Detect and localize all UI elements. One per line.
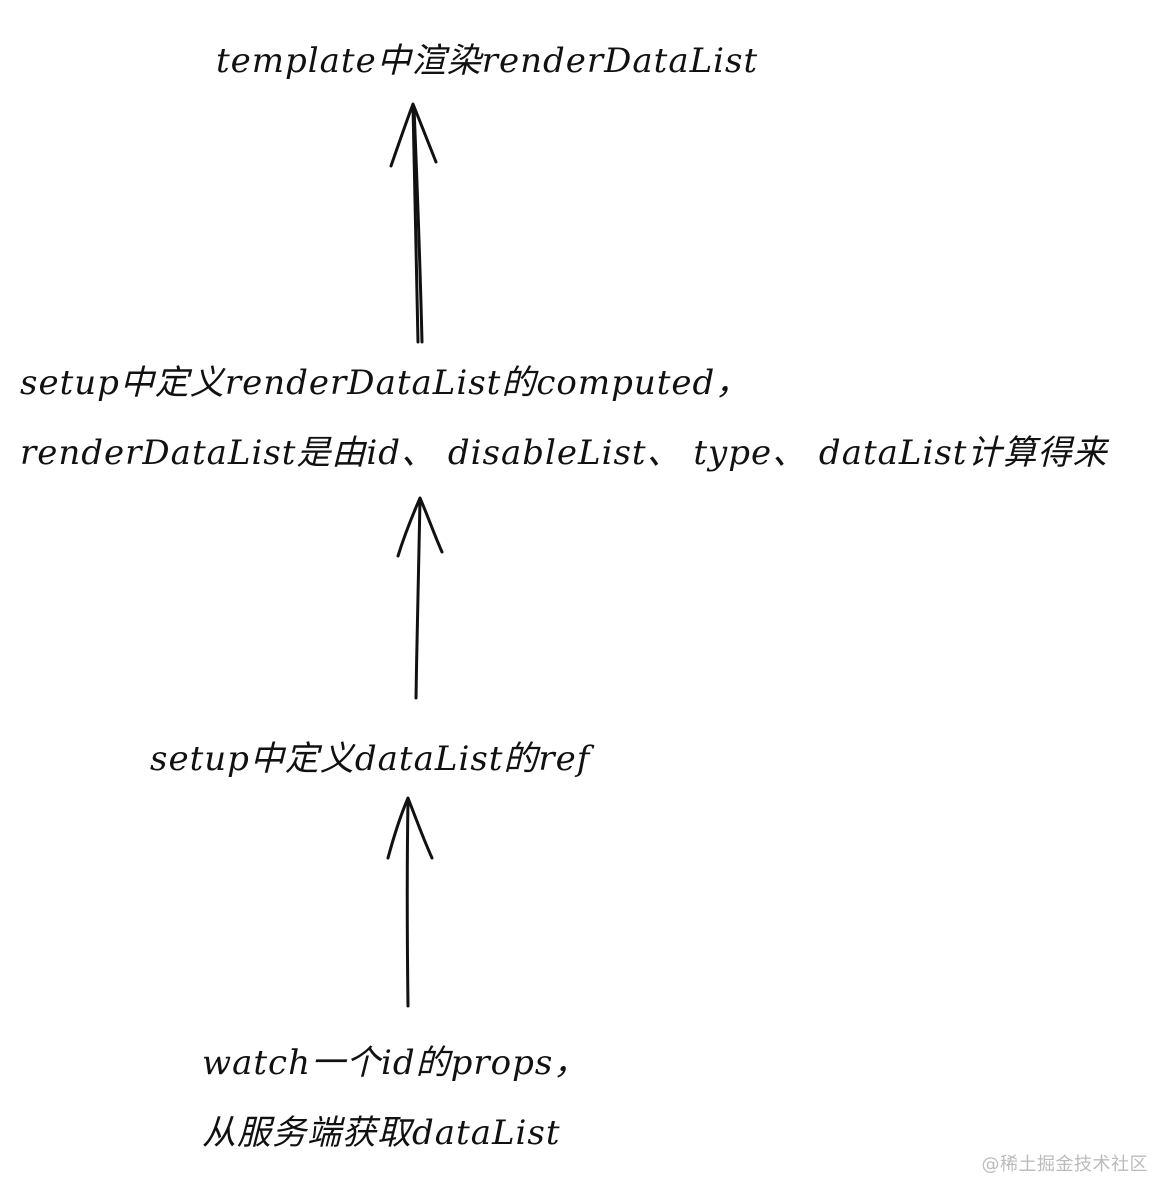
- arrow-watch-to-ref: [386, 796, 434, 1008]
- node-computed-line2: renderDataList是由id、 disableList、 type、 d…: [20, 433, 1108, 473]
- node-ref-definition: setup中定义dataList的ref: [150, 739, 591, 779]
- node-computed-line1: setup中定义renderDataList的computed，: [20, 363, 751, 403]
- node-template-render: template中渲染renderDataList: [216, 41, 759, 81]
- node-watch-line2: 从服务端获取dataList: [202, 1113, 561, 1153]
- arrow-ref-to-computed: [396, 496, 444, 700]
- node-watch-line1: watch一个id的props，: [202, 1043, 589, 1083]
- arrow-computed-to-template: [389, 102, 438, 344]
- watermark-text: @稀土掘金技术社区: [981, 1154, 1148, 1175]
